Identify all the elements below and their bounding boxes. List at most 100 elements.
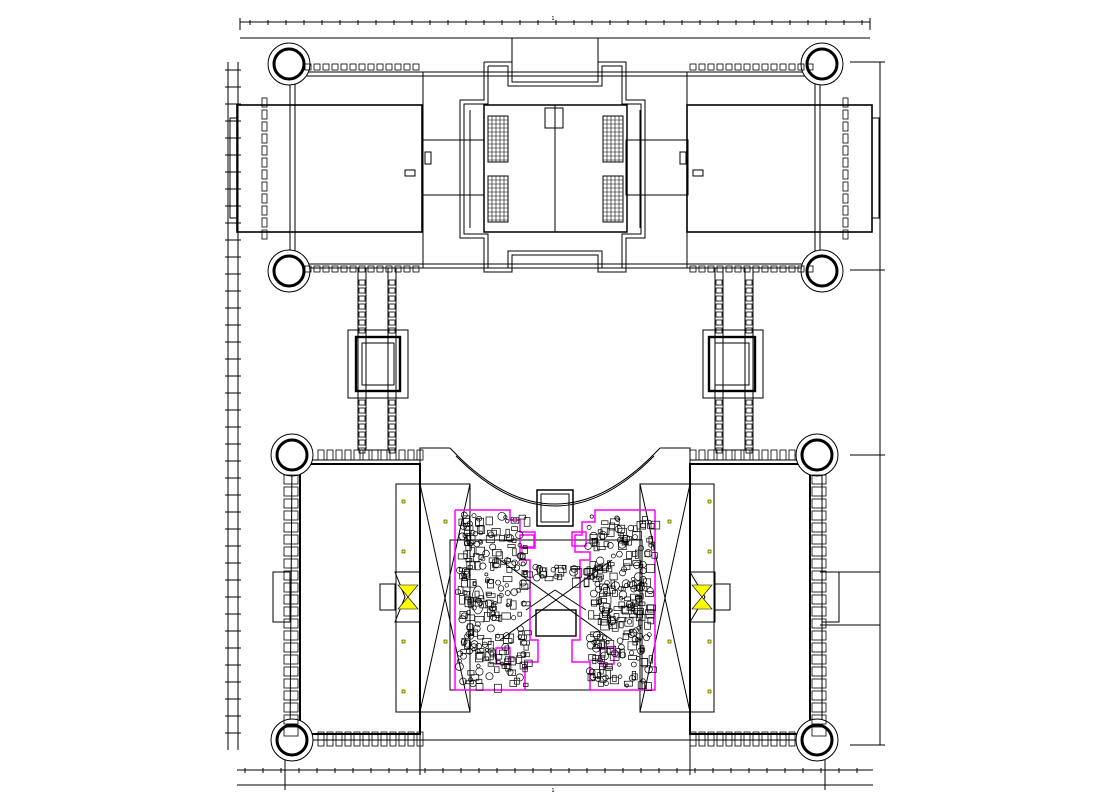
- furniture-item: [630, 585, 638, 593]
- furniture-item: [491, 602, 496, 608]
- connector-bay: [388, 431, 396, 438]
- furniture-item: [614, 515, 620, 521]
- connector-bay: [388, 439, 396, 446]
- furniture-item: [634, 572, 643, 581]
- furniture-item: [511, 526, 518, 531]
- furniture-item: [470, 674, 480, 681]
- arcade-bay: [842, 217, 849, 228]
- furniture-item: [464, 569, 470, 577]
- arcade-bay: [394, 63, 402, 71]
- furniture-item: [600, 621, 610, 631]
- furniture-item: [606, 614, 612, 623]
- furniture-item: [466, 560, 475, 570]
- arcade-bay: [416, 449, 424, 461]
- furniture-item: [624, 680, 633, 687]
- connector-bay: [715, 439, 723, 446]
- furniture-item: [487, 531, 495, 538]
- arcade-bay: [385, 63, 393, 71]
- furniture-item: [632, 551, 638, 557]
- tower-inner-circle: [272, 47, 306, 81]
- furniture-item: [606, 528, 615, 537]
- furniture-item: [598, 640, 606, 650]
- furniture-item: [517, 552, 526, 560]
- arcade-bay: [743, 731, 751, 747]
- furniture-item: [478, 540, 484, 545]
- furniture-item: [460, 649, 471, 654]
- right-connector-corridor: [702, 267, 764, 451]
- arcade-bay: [797, 63, 805, 71]
- furniture-item: [637, 681, 647, 690]
- furniture-item: [607, 560, 611, 569]
- arcade-bay: [261, 97, 268, 108]
- arcade-bay: [788, 449, 796, 461]
- arcade-bay: [761, 449, 769, 461]
- furniture-item: [586, 525, 592, 530]
- furniture-item: [521, 601, 531, 607]
- furniture-item: [599, 665, 604, 675]
- furniture-item: [520, 561, 526, 567]
- arcade-bay: [362, 449, 370, 461]
- furniture-item: [495, 633, 501, 639]
- connector-bay: [388, 415, 396, 422]
- furniture-item: [523, 517, 531, 527]
- furniture-item: [462, 515, 470, 524]
- arcade-bay: [842, 121, 849, 132]
- furniture-item: [485, 651, 494, 661]
- arcade-bay: [283, 618, 299, 629]
- furniture-item: [634, 549, 639, 559]
- arcade-bay: [261, 205, 268, 216]
- furniture-item: [461, 638, 466, 646]
- conference-table: [598, 583, 612, 617]
- furniture-item: [615, 516, 621, 522]
- arcade-bay: [689, 63, 697, 71]
- furniture-item: [467, 565, 473, 569]
- furniture-item: [484, 572, 489, 577]
- arcade-bay: [376, 265, 384, 273]
- furniture-item: [480, 556, 486, 562]
- arcade-bay: [340, 265, 348, 273]
- furniture-item: [475, 546, 486, 555]
- furniture-item: [628, 628, 633, 633]
- furniture-item: [599, 563, 609, 571]
- furniture-item: [463, 591, 470, 596]
- connector-bay: [388, 399, 396, 406]
- furniture-item: [478, 595, 484, 600]
- arcade-bay: [698, 265, 706, 273]
- furniture-item: [464, 525, 474, 531]
- furniture-item: [557, 565, 567, 573]
- furniture-item: [632, 606, 638, 614]
- arcade-bay: [698, 63, 706, 71]
- connector-bay: [388, 303, 396, 310]
- arcade-bay: [752, 449, 760, 461]
- furniture-item: [511, 559, 518, 566]
- fixture-marker: [707, 689, 712, 694]
- connector-bay: [745, 415, 753, 422]
- arcade-bay: [811, 690, 827, 701]
- furniture-item: [469, 547, 475, 557]
- connector-bay: [388, 327, 396, 334]
- arcade-bay: [707, 63, 715, 71]
- connector-bay: [358, 311, 366, 318]
- connector-bay: [388, 295, 396, 302]
- furniture-item: [519, 583, 529, 590]
- furniture-item: [648, 536, 654, 545]
- furniture-item: [618, 601, 625, 609]
- arcade-bay: [380, 449, 388, 461]
- furniture-item: [505, 519, 510, 524]
- furniture-item: [617, 662, 622, 667]
- furniture-item: [516, 588, 521, 593]
- furniture-item: [599, 676, 607, 683]
- furniture-item: [503, 638, 513, 644]
- arcade-bay: [707, 449, 715, 461]
- fixture-marker: [401, 499, 406, 504]
- furniture-item: [509, 680, 517, 687]
- arcade-bay: [698, 731, 706, 747]
- furniture-item: [517, 652, 526, 658]
- connector-bay: [745, 407, 753, 414]
- arcade-bay: [261, 181, 268, 192]
- furniture-item: [617, 524, 626, 533]
- furniture-item: [470, 643, 478, 651]
- furniture-item: [521, 570, 528, 577]
- furniture-item: [467, 623, 473, 630]
- furniture-item: [587, 575, 592, 580]
